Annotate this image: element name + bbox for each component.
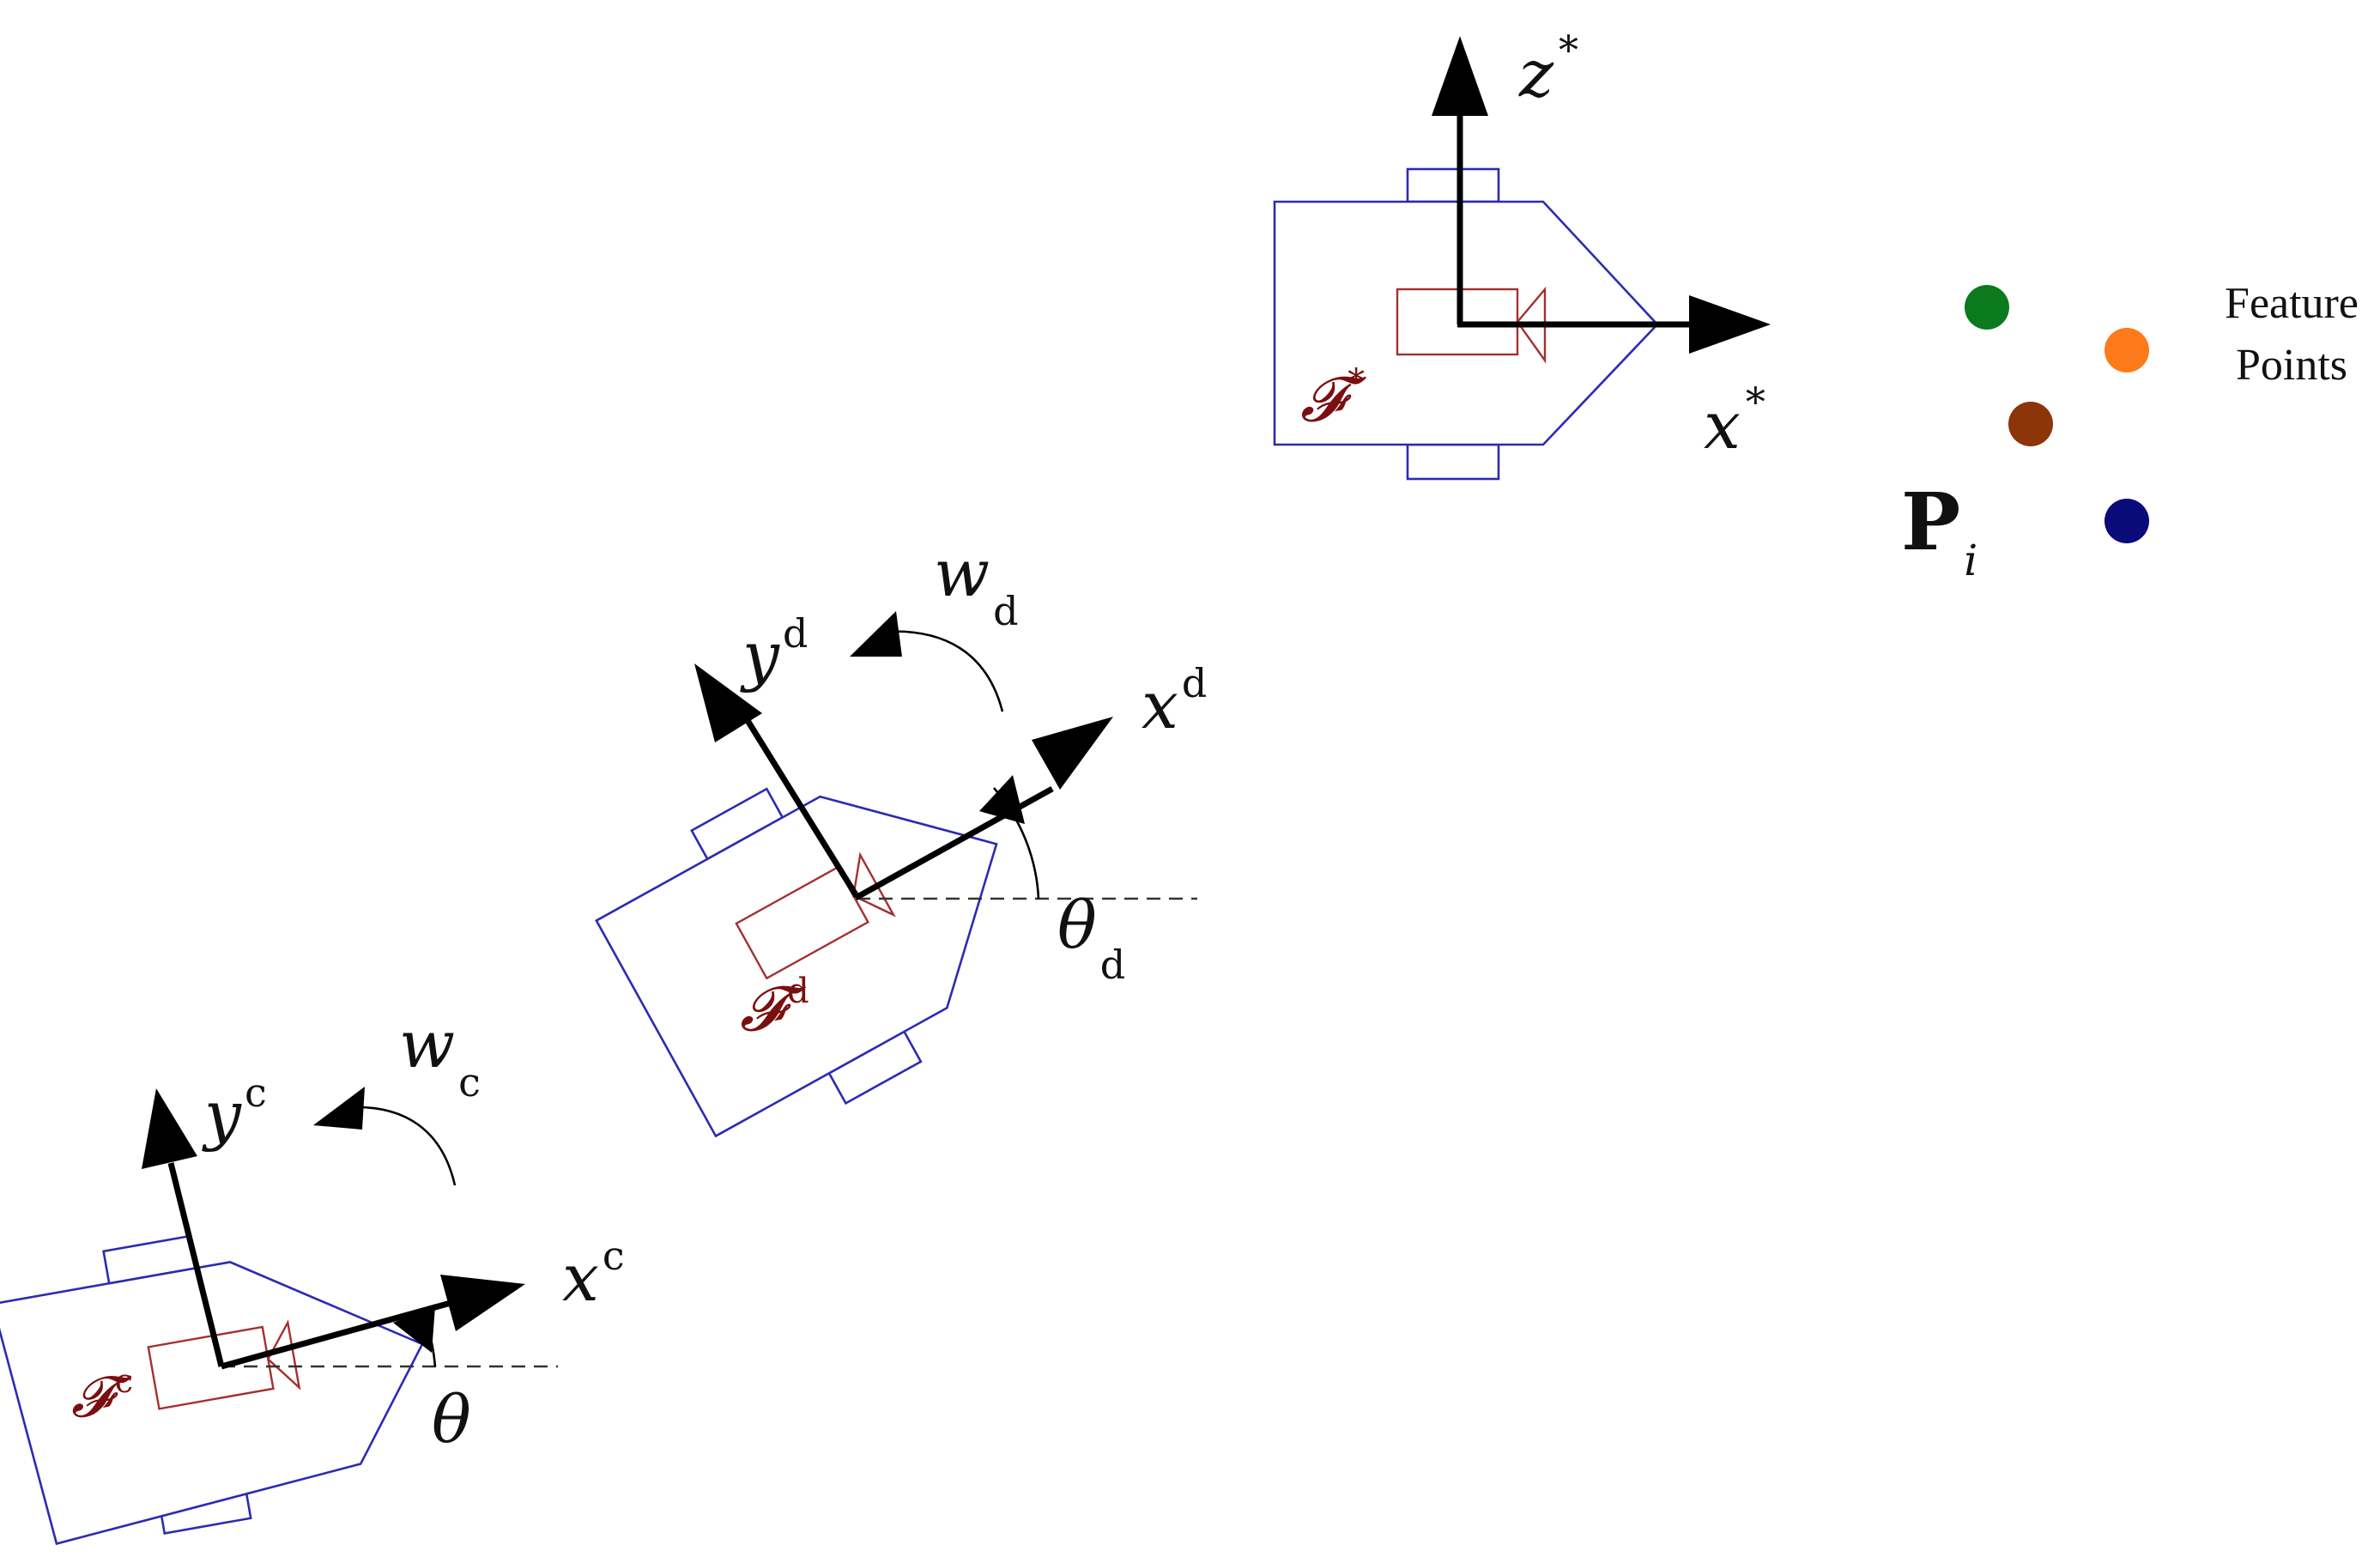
robot-current-axis-y-arrowhead <box>142 1088 197 1169</box>
robot-desired-omega-arrowhead <box>850 611 902 657</box>
robot-current-omega-arrowhead <box>313 1087 365 1130</box>
robot-current-axis-x <box>221 1299 451 1370</box>
robot-current-camera-icon <box>147 1319 301 1410</box>
legend-text-line2: Points <box>2236 341 2347 390</box>
feature-point-orange <box>2104 328 2149 373</box>
robot-current-body <box>0 1261 424 1546</box>
robot-star-axis-x-label: x* <box>1704 379 1765 463</box>
robot-star-axis-z-arrowhead <box>1432 36 1488 116</box>
robot-star-axis-x-arrowhead <box>1689 295 1771 354</box>
robot-current-axis-y <box>167 1162 225 1367</box>
robot-desired-axis-y-arrowhead <box>694 663 762 742</box>
robot-current-axis-y-label: yc <box>202 1069 267 1153</box>
robot-star-wheel-bottom <box>1406 443 1500 481</box>
robot-desired-axis-y <box>742 713 859 898</box>
robot-current-axis-x-arrowhead <box>440 1275 525 1331</box>
robot-current-angle-arrowhead <box>393 1306 435 1353</box>
feature-point-navy <box>2104 499 2149 543</box>
robot-desired-body <box>595 795 998 1138</box>
robot-desired-omega-label: wd <box>934 535 1019 634</box>
robot-current-omega-arc <box>351 1106 457 1186</box>
feature-point-green <box>1965 285 2009 330</box>
robot-star: z* x* 𝓕* <box>1273 27 1771 481</box>
robot-desired-axis-x-arrowhead <box>1032 717 1113 790</box>
robot-desired-axis-y-label: yd <box>740 610 808 694</box>
robot-desired-omega-arc <box>883 630 1004 712</box>
robot-current-angle-label: θ <box>432 1381 471 1457</box>
robot-star-axis-z-label: z* <box>1518 27 1578 112</box>
robot-desired-axis-x-label: xd <box>1142 660 1207 743</box>
robot-desired-axis-x <box>854 785 1054 901</box>
legend-text-line1: Feature <box>2225 279 2359 328</box>
robot-desired <box>595 787 998 1138</box>
feature-points-legend: Feature Points Pi <box>1901 279 2359 585</box>
feature-point-symbol: Pi <box>1901 476 1977 585</box>
robot-current <box>0 1234 424 1546</box>
feature-point-brown <box>2008 402 2053 446</box>
robot-current-axis-x-label: xc <box>562 1233 625 1316</box>
robot-current-omega-label: wc <box>399 1006 481 1106</box>
robot-star-wheel-top <box>1406 167 1500 203</box>
robot-desired-angle-label: θd <box>1057 887 1125 988</box>
